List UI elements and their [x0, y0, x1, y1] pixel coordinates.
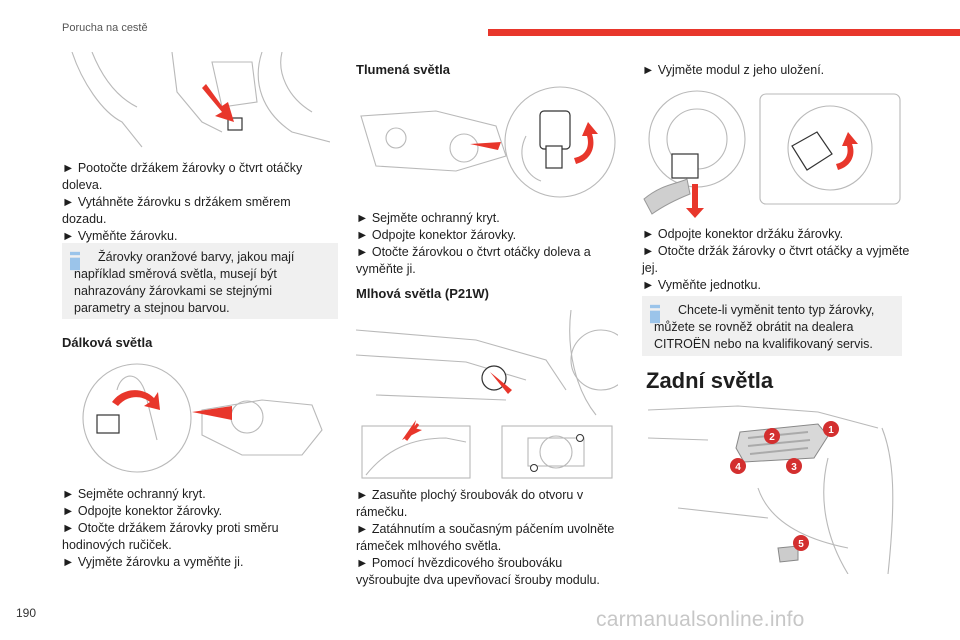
- figure-rear-lights: 1 2 3 4 5: [648, 405, 894, 574]
- info-icon: [650, 304, 660, 324]
- step: ► Vyjměte modul z jeho uložení.: [642, 63, 825, 77]
- step: ► Vyjměte žárovku a vyměňte ji.: [62, 555, 244, 569]
- figure-fog-module-removal: [643, 90, 901, 218]
- step: ► Vytáhněte žárovku s držákem směrem doz…: [62, 195, 291, 226]
- info-text: Chcete-li vyměnit tento typ žárovky, můž…: [654, 303, 875, 351]
- step: ► Vyměňte jednotku.: [642, 278, 761, 292]
- step: ► Zatáhnutím a současným páčením uvolnět…: [356, 522, 615, 553]
- callout-4: 4: [735, 462, 741, 473]
- step: ► Odpojte konektor žárovky.: [356, 228, 517, 242]
- callout-2: 2: [769, 432, 775, 443]
- step: ► Sejměte ochranný kryt.: [62, 487, 206, 501]
- step: ► Zasuňte plochý šroubovák do otvoru v r…: [356, 488, 584, 519]
- step: ► Otočte držák žárovky o čtvrt otáčky a …: [642, 244, 910, 275]
- info-box-orange-bulbs: Žárovky oranžové barvy, jakou mají napří…: [62, 243, 338, 319]
- step: ► Sejměte ochranný kryt.: [356, 211, 500, 225]
- info-box-dealer: Chcete-li vyměnit tento typ žárovky, můž…: [642, 296, 902, 356]
- header-accent-bar: [488, 29, 960, 36]
- callout-1: 1: [828, 425, 834, 436]
- info-text: Žárovky oranžové barvy, jakou mají napří…: [74, 250, 295, 315]
- info-icon: [70, 251, 80, 271]
- step: ► Vyměňte žárovku.: [62, 229, 178, 243]
- step: ► Otočte držákem žárovky proti směru hod…: [62, 521, 279, 552]
- figure-high-beam: [82, 363, 323, 473]
- step: ► Odpojte konektor držáku žárovky.: [642, 227, 844, 241]
- heading-low-beam: Tlumená světla: [356, 62, 450, 77]
- callout-5: 5: [798, 539, 804, 550]
- callout-3: 3: [791, 462, 797, 473]
- figure-bulb-holder-rotate: [71, 52, 330, 148]
- heading-high-beam: Dálková světla: [62, 335, 153, 350]
- watermark: carmanualsonline.info: [596, 608, 805, 631]
- step: ► Otočte žárovkou o čtvrt otáčky doleva …: [356, 245, 591, 276]
- step: ► Odpojte konektor žárovky.: [62, 504, 223, 518]
- step: ► Pomocí hvězdicového šroubováku vyšroub…: [356, 556, 600, 587]
- page-number: 190: [16, 606, 37, 620]
- figure-fog-light: [356, 310, 618, 479]
- figure-low-beam: [360, 86, 616, 198]
- heading-rear-lights: Zadní světla: [646, 368, 774, 393]
- step: ► Pootočte držákem žárovky o čtvrt otáčk…: [62, 161, 303, 192]
- running-header: Porucha na cestě: [62, 22, 148, 34]
- heading-fog-lights: Mlhová světla (P21W): [356, 286, 489, 301]
